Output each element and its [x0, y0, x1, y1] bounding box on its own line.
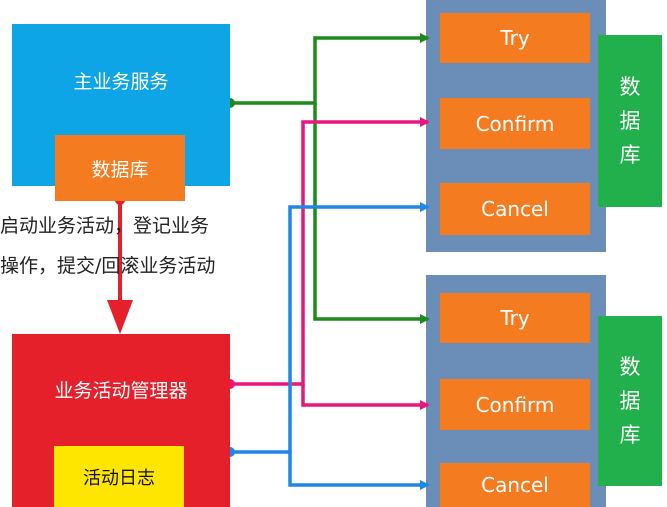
cancel-box-1: Cancel [440, 183, 590, 235]
note-line-1: 启动业务活动，登记业务 [0, 215, 210, 237]
service-db-2-char-2: 据 [619, 389, 641, 413]
main-service-box: 主业务服务 [12, 24, 230, 186]
activity-log-box: 活动日志 [54, 446, 184, 507]
service-database-1: 数 据 库 [598, 35, 662, 207]
service-db-1-char-2: 据 [619, 109, 641, 133]
activity-manager-label: 业务活动管理器 [54, 380, 188, 402]
confirm-box-1: Confirm [440, 98, 590, 149]
main-database-box: 数据库 [55, 135, 185, 201]
cancel-box-2: Cancel [440, 463, 590, 507]
main-service-label: 主业务服务 [73, 70, 169, 93]
main-database-label: 数据库 [91, 158, 149, 181]
service-db-1-char-1: 数 [619, 75, 641, 99]
note-line-2: 操作，提交/回滚业务活动 [0, 255, 216, 277]
service-database-2: 数 据 库 [598, 316, 662, 486]
note-text: 启动业务活动，登记业务 操作，提交/回滚业务活动 [0, 206, 300, 286]
confirm-label-2: Confirm [475, 392, 555, 417]
cancel-label-2: Cancel [481, 473, 549, 497]
service-db-1-char-3: 库 [619, 143, 641, 167]
service-db-2-char-3: 库 [619, 423, 641, 447]
try-label-2: Try [500, 306, 530, 330]
confirm-box-2: Confirm [440, 379, 590, 430]
activity-log-label: 活动日志 [83, 467, 155, 489]
try-box-1: Try [440, 13, 590, 63]
confirm-label-1: Confirm [475, 111, 555, 136]
try-label-1: Try [500, 26, 530, 50]
cancel-label-1: Cancel [481, 197, 549, 221]
service-db-2-char-1: 数 [619, 355, 641, 379]
try-box-2: Try [440, 293, 590, 343]
